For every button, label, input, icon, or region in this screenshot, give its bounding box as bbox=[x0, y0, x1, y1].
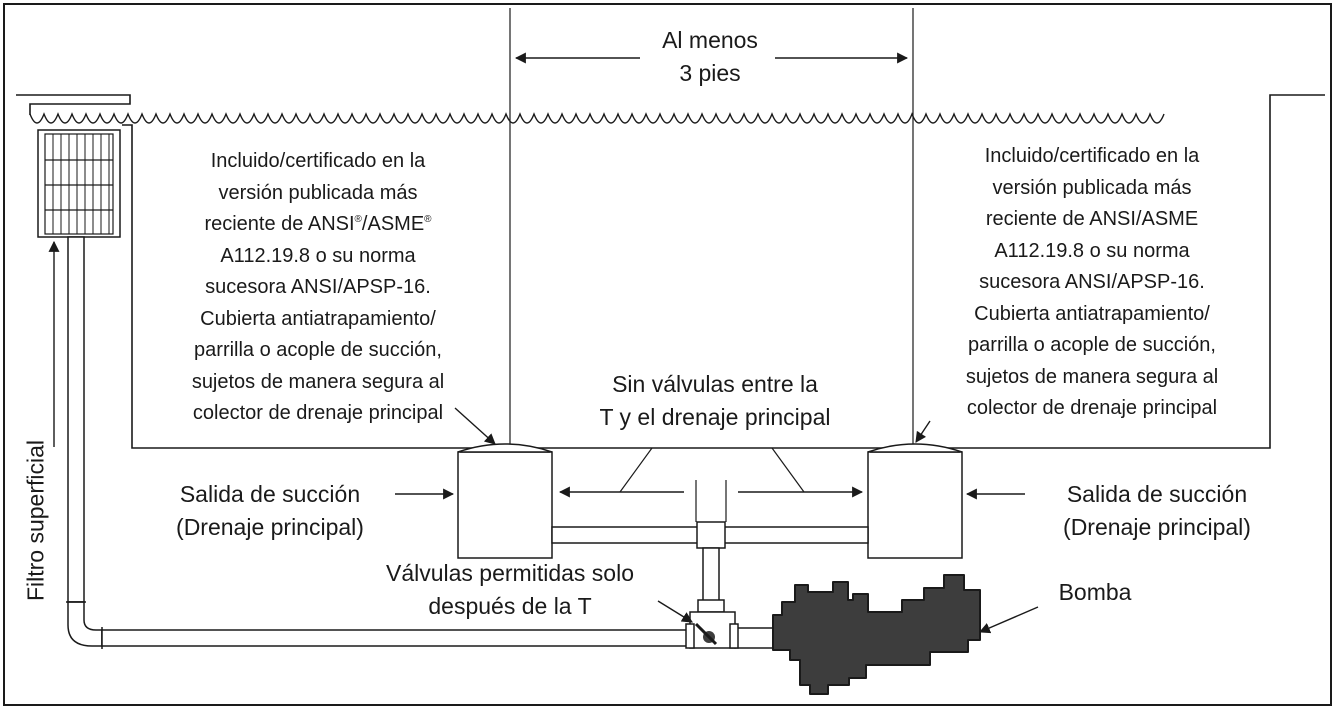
right-note-line4: A112.19.8 o su norma bbox=[994, 239, 1190, 262]
pipe-to-pump bbox=[734, 627, 776, 649]
distance-label-line2: 3 pies bbox=[679, 60, 741, 86]
distance-label: Al menos 3 pies bbox=[630, 24, 790, 90]
right-note-line6: Cubierta antiatrapamiento/ bbox=[974, 302, 1210, 325]
left-note-arrow bbox=[454, 407, 496, 445]
left-note-line9: colector de drenaje principal bbox=[192, 402, 444, 424]
left-note-line3: reciente de ANSI®/ASME® bbox=[148, 209, 488, 241]
no-valves-label: Sin válvulas entre la T y el drenaje pri… bbox=[560, 368, 870, 434]
skimmer-label: Filtro superficial bbox=[22, 439, 49, 602]
right-note-line7: parrilla o acople de succión, bbox=[968, 334, 1216, 356]
suction-outlet-left bbox=[457, 443, 553, 559]
valve-arrow bbox=[657, 600, 693, 623]
suction-right-line1: Salida de succión bbox=[1066, 481, 1248, 507]
left-note: Incluido/certificado en la versión publi… bbox=[148, 146, 488, 430]
left-note-line1: Incluido/certificado en la bbox=[210, 150, 426, 172]
tee-fitting bbox=[696, 521, 726, 549]
left-note-line2: versión publicada más bbox=[218, 181, 418, 204]
left-note-line4: A112.19.8 o su norma bbox=[220, 244, 416, 267]
right-note-line2: versión publicada más bbox=[992, 176, 1192, 199]
skimmer bbox=[37, 129, 121, 238]
suction-left-label: Salida de succión (Drenaje principal) bbox=[150, 478, 390, 544]
left-note-line5: sucesora ANSI/APSP-16. bbox=[205, 276, 431, 298]
pool-outline bbox=[16, 94, 1325, 449]
left-note-line7: parrilla o acople de succión, bbox=[194, 339, 442, 361]
left-note-line3-asme: /ASME bbox=[361, 213, 425, 235]
right-note-line1: Incluido/certificado en la bbox=[984, 145, 1200, 167]
suction-left-line1: Salida de succión bbox=[179, 481, 361, 507]
water-surface bbox=[29, 112, 1165, 124]
suction-left-line2: (Drenaje principal) bbox=[176, 514, 364, 540]
pipe-elbow bbox=[67, 601, 103, 647]
left-note-line3-ansi: reciente de ANSI bbox=[204, 213, 355, 235]
no-valves-line2: T y el drenaje principal bbox=[599, 404, 831, 430]
valves-allowed-label: Válvulas permitidas solo después de la T bbox=[350, 557, 670, 623]
pump-feed-pipe bbox=[101, 629, 691, 647]
registered-mark: ® bbox=[354, 214, 362, 225]
pump-arrow bbox=[978, 606, 1039, 634]
no-valves-line1: Sin válvulas entre la bbox=[612, 371, 818, 397]
right-note-line9: colector de drenaje principal bbox=[966, 397, 1218, 419]
tee-lower-fitting bbox=[697, 599, 725, 613]
right-note-arrow bbox=[915, 420, 931, 443]
suction-outlet-right bbox=[867, 443, 963, 559]
distance-label-line1: Al menos bbox=[662, 27, 758, 53]
left-note-line8: sujetos de manera segura al bbox=[191, 370, 445, 393]
registered-mark: ® bbox=[424, 214, 432, 225]
right-note-line5: sucesora ANSI/APSP-16. bbox=[979, 271, 1205, 293]
skimmer-pipe bbox=[67, 236, 85, 603]
right-note-line8: sujetos de manera segura al bbox=[965, 365, 1219, 388]
valves-allowed-line2: después de la T bbox=[428, 593, 592, 619]
valve bbox=[685, 611, 739, 649]
pump-body bbox=[772, 574, 981, 695]
suction-right-label: Salida de succión (Drenaje principal) bbox=[1032, 478, 1282, 544]
right-note-line3: reciente de ANSI/ASME bbox=[985, 208, 1199, 230]
valves-allowed-line1: Válvulas permitidas solo bbox=[385, 560, 634, 586]
pump-label: Bomba bbox=[1058, 579, 1132, 605]
suction-right-line2: (Drenaje principal) bbox=[1063, 514, 1251, 540]
right-note: Incluido/certificado en la versión publi… bbox=[922, 141, 1262, 425]
left-note-line6: Cubierta antiatrapamiento/ bbox=[200, 307, 436, 330]
outer-frame bbox=[3, 3, 1332, 706]
tee-down-pipe bbox=[702, 547, 720, 603]
